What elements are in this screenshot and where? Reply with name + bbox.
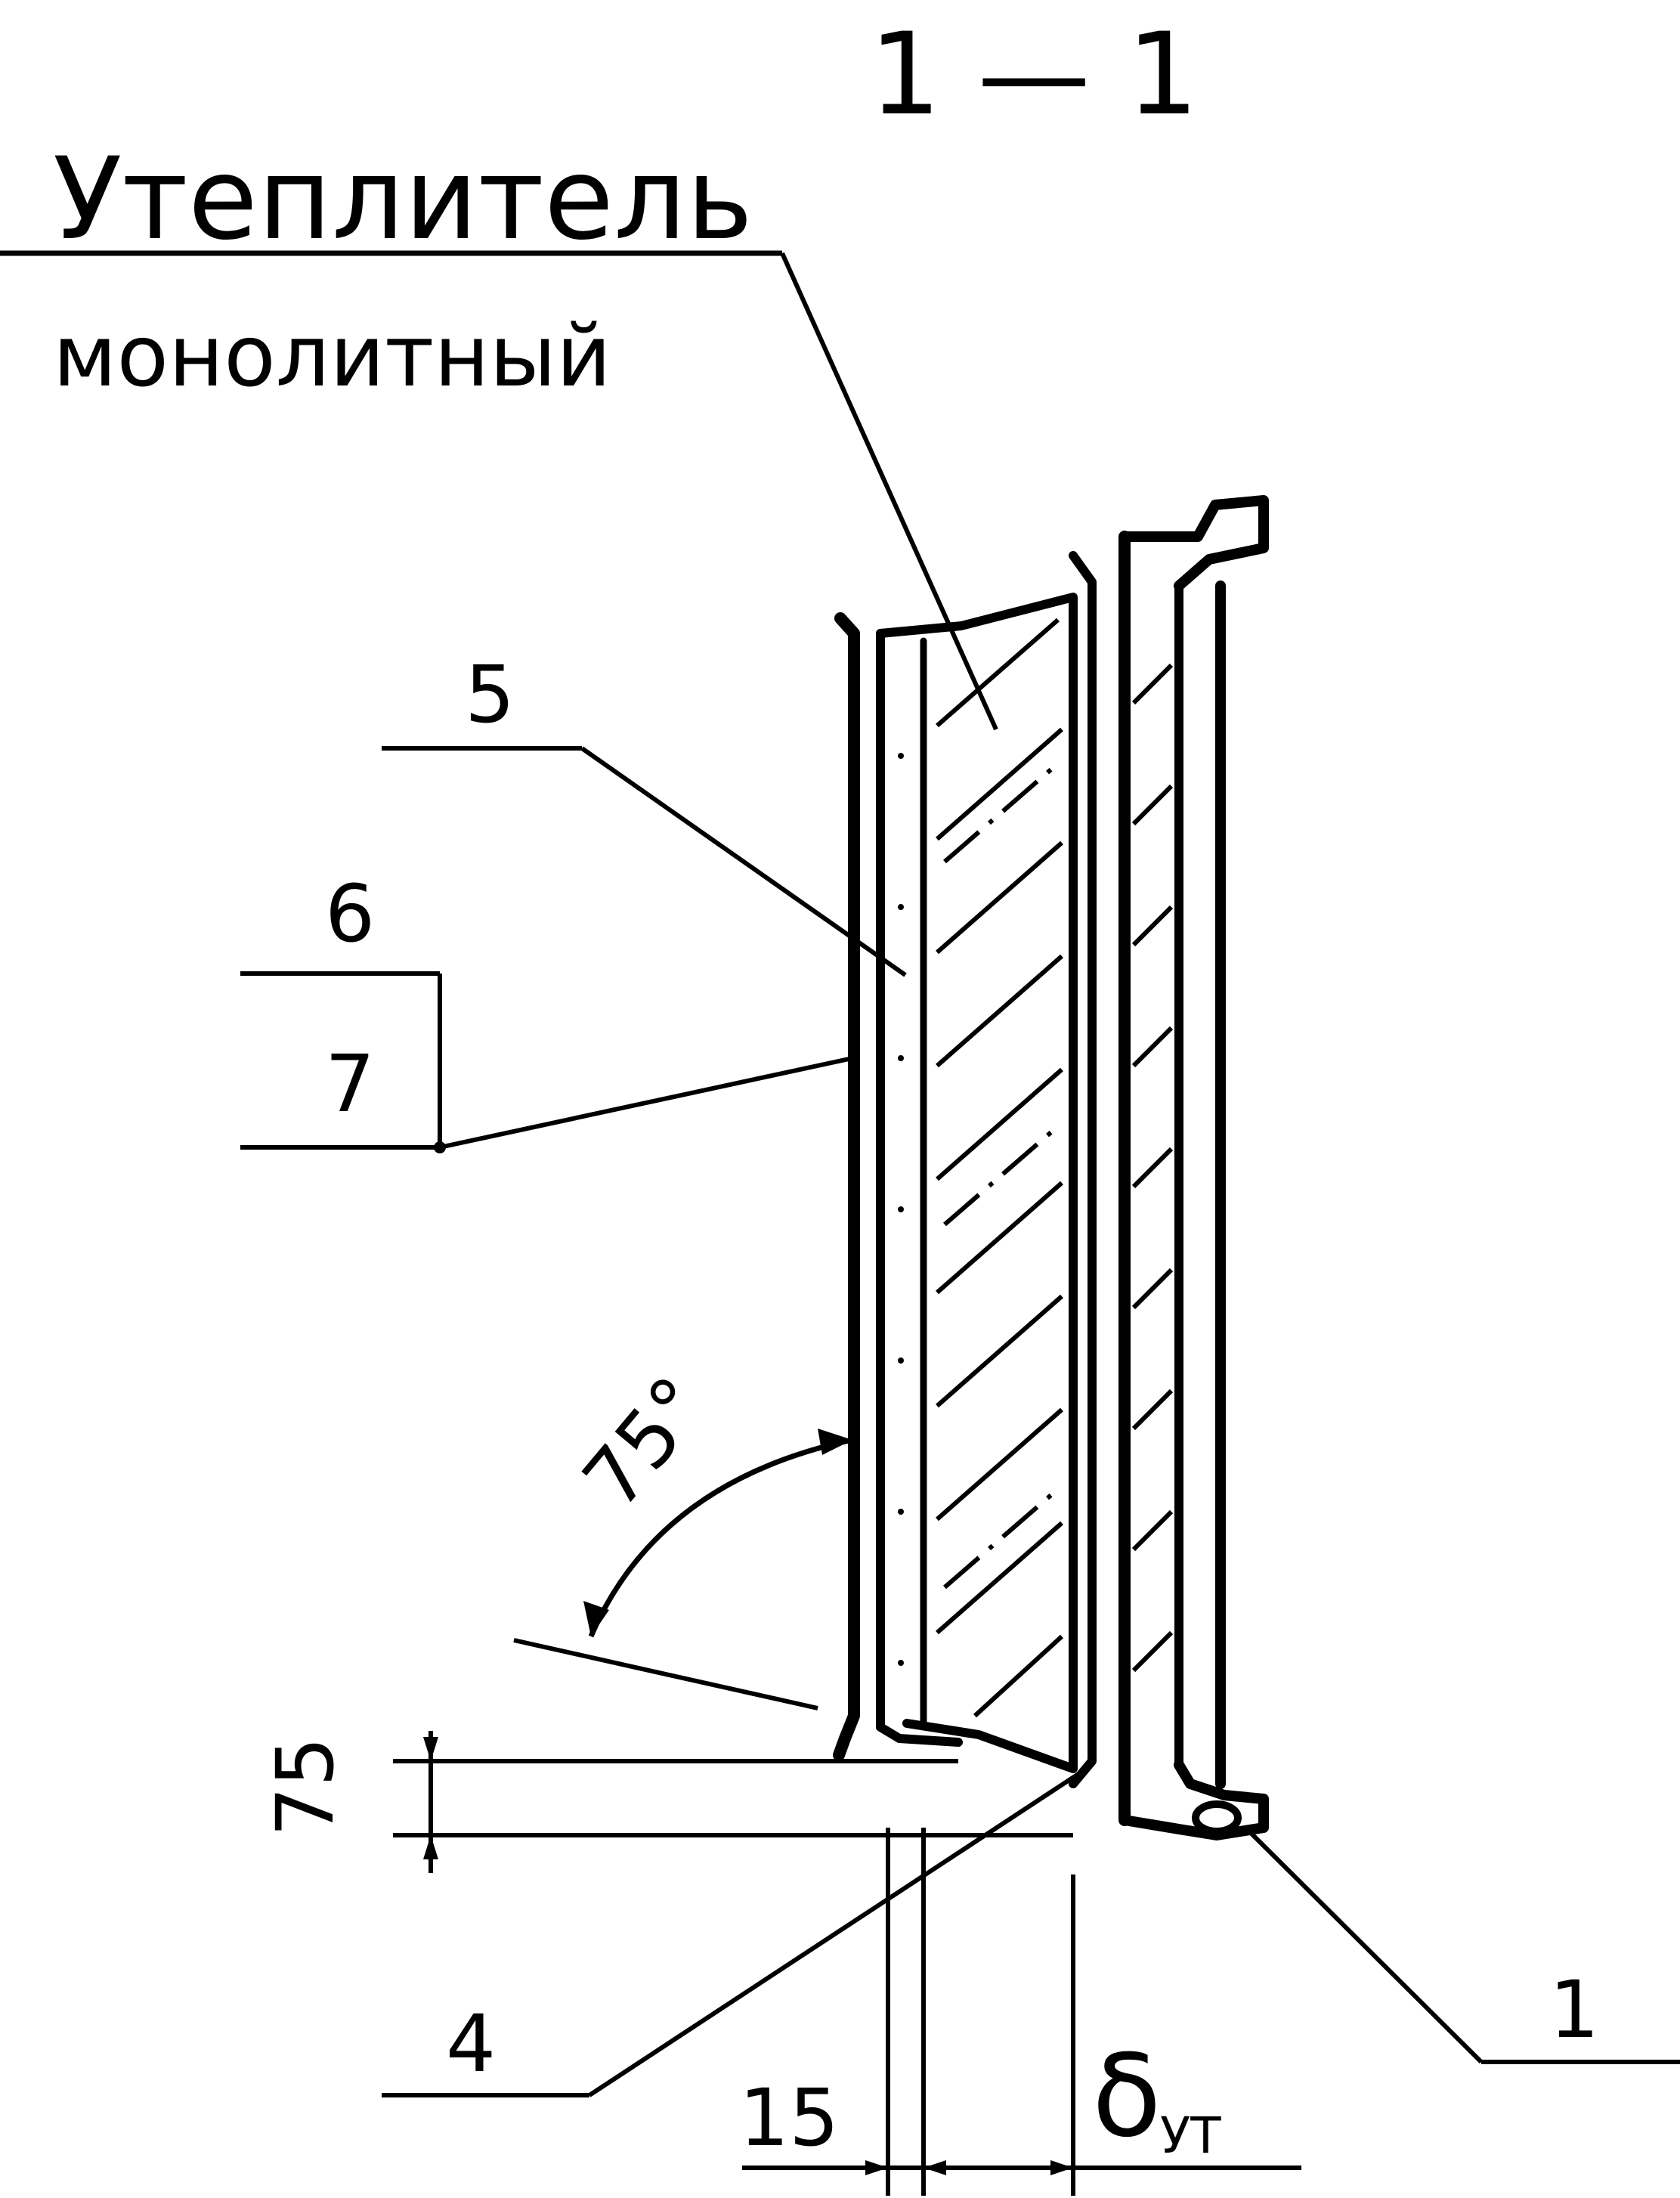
callout-6-7-dot: [434, 1141, 446, 1153]
insulation-block: [876, 593, 1078, 1773]
callout-5-label: 5: [465, 649, 515, 741]
height-label: 75: [259, 1737, 351, 1837]
wall-panel-hatching: [1131, 663, 1174, 1673]
wall-panel: [1118, 495, 1269, 1840]
thickness-arrow: [1050, 2160, 1073, 2175]
callout-4-label: 4: [446, 1998, 496, 2090]
callout-1-label: 1: [1549, 1964, 1599, 2056]
cladding-dots: [898, 753, 904, 1666]
angle-arrow-bottom: [583, 1601, 609, 1636]
insulation-label-line2: монолитный: [53, 308, 611, 406]
angle-arrow-top: [818, 1429, 852, 1455]
callout-4-leader: [588, 1770, 1082, 2097]
callout-5-leader: [580, 746, 907, 977]
gap-label: 15: [739, 2072, 839, 2164]
callout-1-leader: [1245, 1827, 1484, 2064]
membrane-layer: [1069, 551, 1097, 1788]
insulation-label-line1: Утеплитель: [53, 134, 753, 265]
angle-reference-line: [513, 1638, 818, 1710]
angle-arc: [588, 1437, 853, 1638]
cladding-sheet: [833, 612, 963, 1761]
thickness-dimension: [924, 1874, 1301, 2196]
insulation-dash-dot-lines: [943, 761, 1060, 1590]
gap-dimension: [742, 1828, 926, 2196]
insulation-hatching: [936, 618, 1064, 1718]
section-title: 1 — 1: [869, 9, 1199, 141]
callout-6-label: 6: [325, 868, 375, 960]
callout-7-label: 7: [325, 1038, 375, 1130]
height-arrow-bottom: [423, 1835, 438, 1859]
insulation-leader: [780, 252, 998, 731]
height-dimension: [393, 1731, 1073, 1873]
height-arrow-top: [423, 1737, 438, 1761]
callout-6-7-bracket: [240, 971, 853, 1150]
gap-arrow-left: [865, 2160, 888, 2175]
thickness-symbol: δ: [1092, 2031, 1162, 2162]
thickness-subscript: УТ: [1160, 2107, 1221, 2165]
